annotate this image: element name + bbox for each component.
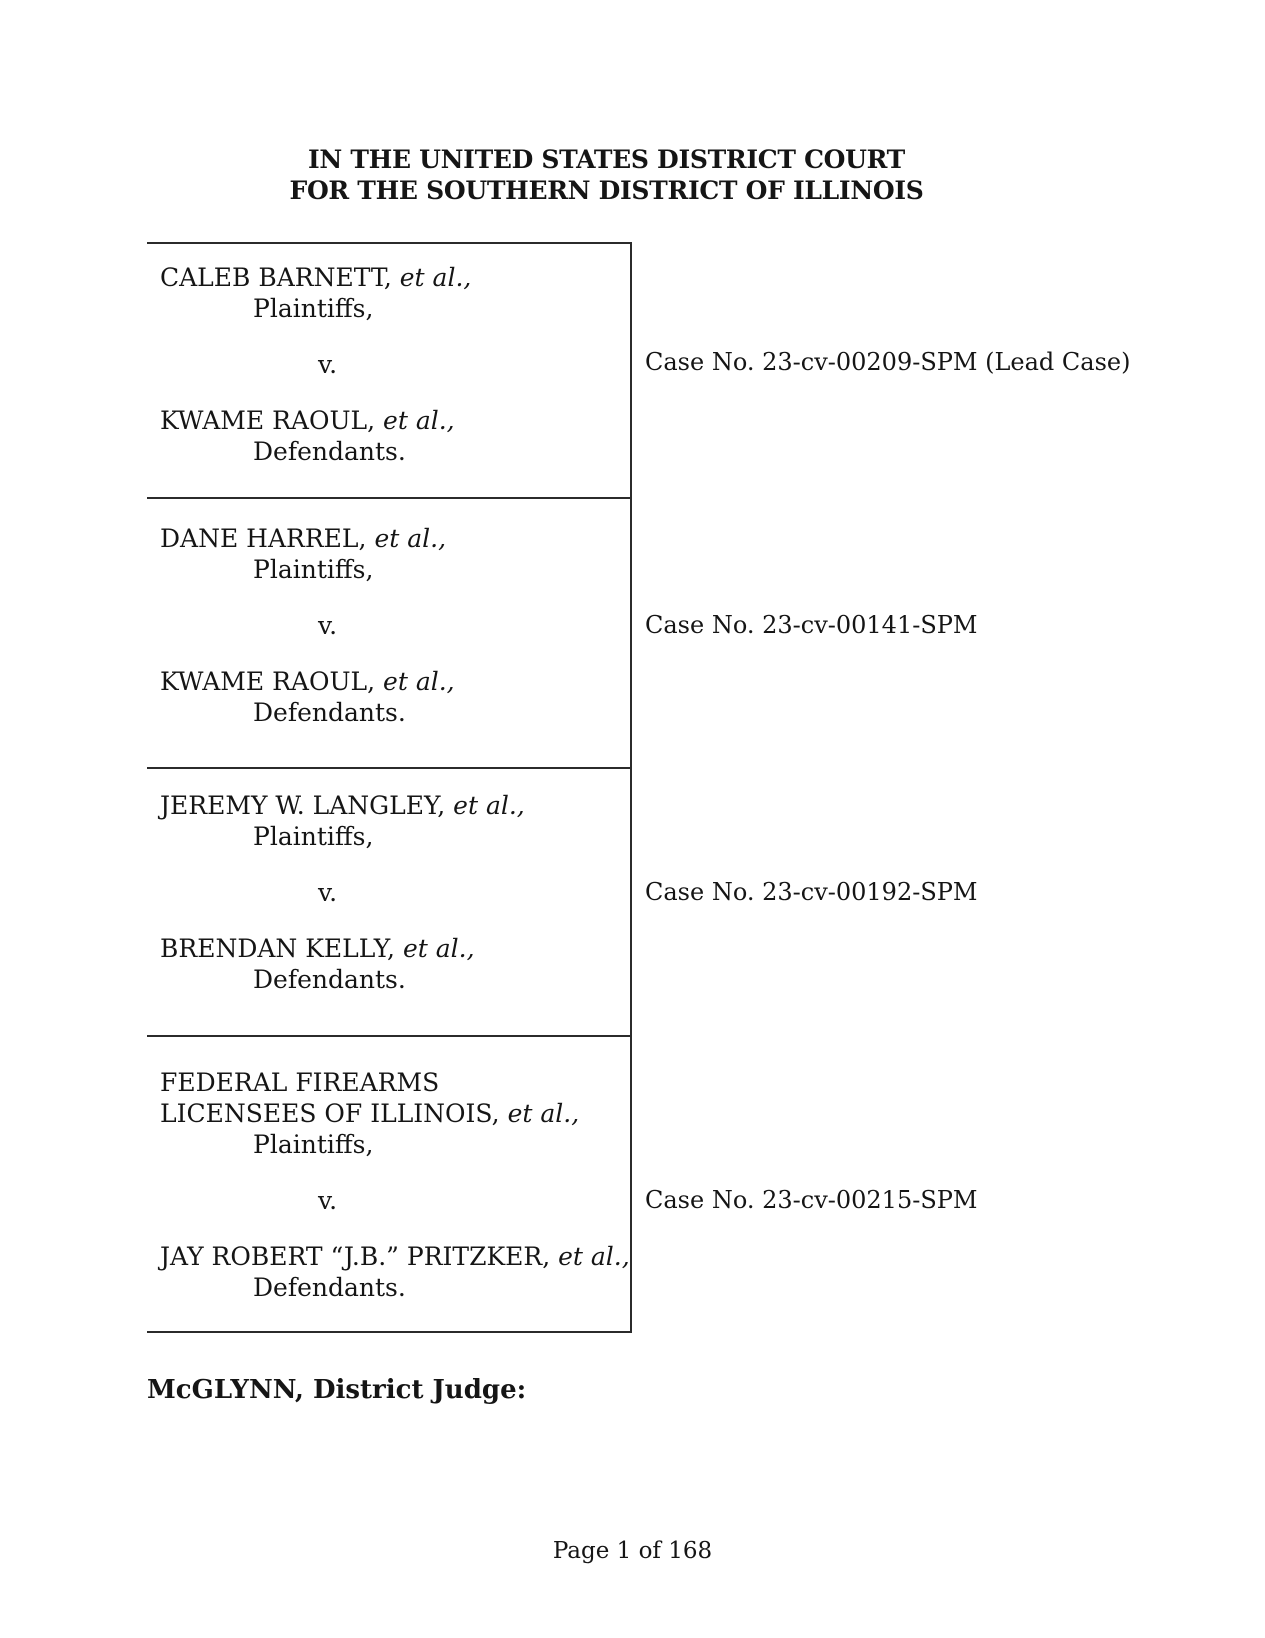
- versus-label: v.: [318, 611, 338, 640]
- plaintiff-name: LICENSEES OF ILLINOIS,: [160, 1099, 500, 1128]
- court-header-line1: IN THE UNITED STATES DISTRICT COURT: [308, 145, 905, 174]
- defendant-name-line: BRENDAN KELLY, et al.,: [160, 933, 630, 964]
- defendants-label: Defendants.: [253, 965, 406, 994]
- case-caption-row-ffl: FEDERAL FIREARMS LICENSEES OF ILLINOIS, …: [147, 1037, 1118, 1333]
- case-number: Case No. 23-cv-00141-SPM: [645, 611, 978, 639]
- defendant-etal: et al.,: [383, 406, 455, 435]
- plaintiff-etal: et al.,: [399, 263, 472, 292]
- plaintiff-name-line: JEREMY W. LANGLEY, et al.,: [160, 790, 630, 821]
- defendants-label: Defendants.: [253, 1273, 406, 1302]
- defendant-etal: et al.,: [558, 1242, 630, 1271]
- case-caption-row-barnett: CALEB BARNETT, et al., Plaintiffs, v. KW…: [147, 242, 1130, 499]
- plaintiff-name-line: DANE HARREL, et al.,: [160, 523, 630, 554]
- defendant-name-line: KWAME RAOUL, et al.,: [160, 666, 630, 697]
- plaintiff-name: DANE HARREL,: [160, 524, 367, 553]
- plaintiffs-label: Plaintiffs,: [253, 1130, 374, 1159]
- case-caption-box: CALEB BARNETT, et al., Plaintiffs, v. KW…: [147, 242, 1130, 1333]
- versus-label: v.: [318, 350, 338, 379]
- plaintiffs-label: Plaintiffs,: [253, 822, 374, 851]
- defendant-name-line: KWAME RAOUL, et al.,: [160, 405, 630, 436]
- defendant-name-line: JAY ROBERT “J.B.” PRITZKER, et al.,: [160, 1241, 630, 1272]
- court-header: IN THE UNITED STATES DISTRICT COURT FOR …: [0, 144, 1213, 206]
- plaintiff-name-line1: FEDERAL FIREARMS: [160, 1068, 440, 1097]
- case-number-cell: Case No. 23-cv-00209-SPM (Lead Case): [632, 242, 1130, 499]
- plaintiffs-label: Plaintiffs,: [253, 555, 374, 584]
- versus-label: v.: [318, 1186, 338, 1215]
- judge-heading: McGLYNN, District Judge:: [147, 1375, 527, 1405]
- defendants-label: Defendants.: [253, 698, 406, 727]
- defendant-name: BRENDAN KELLY,: [160, 934, 395, 963]
- plaintiff-etal: et al.,: [507, 1099, 580, 1128]
- case-caption-row-langley: JEREMY W. LANGLEY, et al., Plaintiffs, v…: [147, 769, 1118, 1037]
- case-caption-row-harrel: DANE HARREL, et al., Plaintiffs, v. KWAM…: [147, 499, 1118, 769]
- case-number-cell: Case No. 23-cv-00215-SPM: [632, 1037, 1118, 1333]
- caption-parties-cell: CALEB BARNETT, et al., Plaintiffs, v. KW…: [147, 242, 632, 499]
- case-number: Case No. 23-cv-00192-SPM: [645, 878, 978, 906]
- plaintiff-name-line: CALEB BARNETT, et al.,: [160, 262, 630, 293]
- plaintiff-name-line: LICENSEES OF ILLINOIS, et al.,: [160, 1098, 630, 1129]
- plaintiffs-label: Plaintiffs,: [253, 294, 374, 323]
- defendant-etal: et al.,: [402, 934, 475, 963]
- plaintiff-name: CALEB BARNETT,: [160, 263, 392, 292]
- plaintiff-etal: et al.,: [453, 791, 525, 820]
- court-header-line2: FOR THE SOUTHERN DISTRICT OF ILLINOIS: [289, 176, 924, 205]
- plaintiff-etal: et al.,: [374, 524, 447, 553]
- defendant-name: JAY ROBERT “J.B.” PRITZKER,: [160, 1242, 551, 1271]
- caption-parties-cell: JEREMY W. LANGLEY, et al., Plaintiffs, v…: [147, 769, 632, 1037]
- case-number: Case No. 23-cv-00215-SPM: [645, 1186, 978, 1214]
- case-number-cell: Case No. 23-cv-00192-SPM: [632, 769, 1118, 1037]
- case-number-cell: Case No. 23-cv-00141-SPM: [632, 499, 1118, 769]
- defendant-name: KWAME RAOUL,: [160, 406, 376, 435]
- defendant-name: KWAME RAOUL,: [160, 667, 376, 696]
- caption-parties-cell: FEDERAL FIREARMS LICENSEES OF ILLINOIS, …: [147, 1037, 632, 1333]
- page-number-footer: Page 1 of 168: [552, 1538, 713, 1564]
- caption-parties-cell: DANE HARREL, et al., Plaintiffs, v. KWAM…: [147, 499, 632, 769]
- defendant-etal: et al.,: [383, 667, 455, 696]
- plaintiff-name: JEREMY W. LANGLEY,: [160, 791, 446, 820]
- case-number: Case No. 23-cv-00209-SPM (Lead Case): [645, 348, 1131, 376]
- defendants-label: Defendants.: [253, 437, 406, 466]
- versus-label: v.: [318, 878, 338, 907]
